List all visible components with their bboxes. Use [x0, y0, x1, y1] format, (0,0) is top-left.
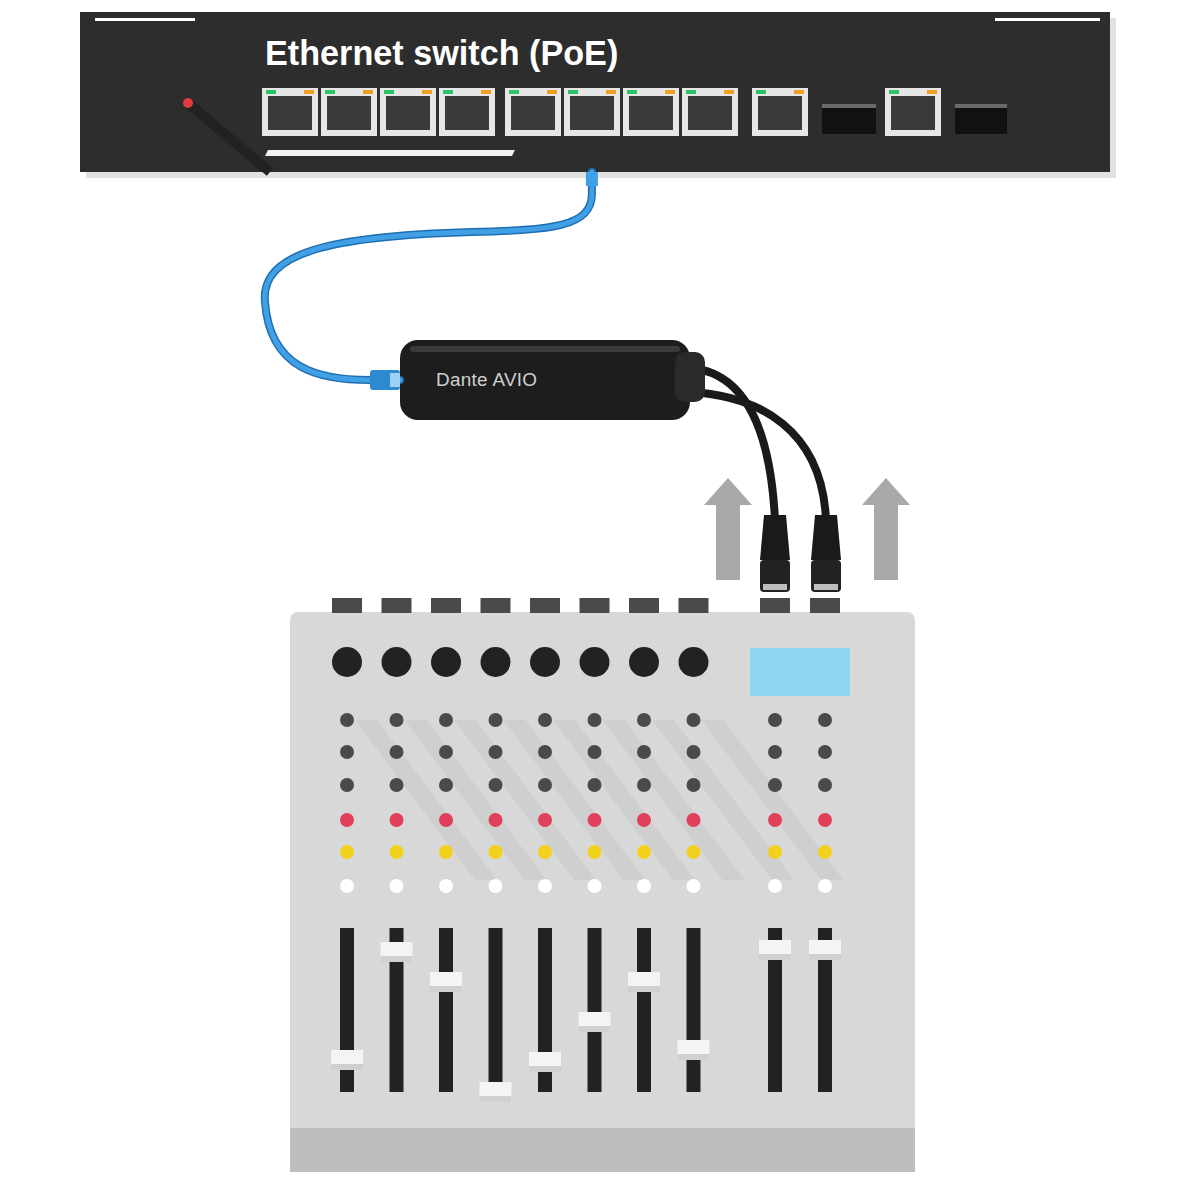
switch-panel: Ethernet switch (PoE)	[80, 12, 1110, 172]
dante-avio-adapter	[400, 340, 826, 520]
ethernet-switch	[80, 12, 1116, 178]
network-cable	[265, 172, 598, 390]
device-label: Ethernet switch (PoE)	[265, 34, 1110, 73]
device-name: Dante AVIO	[436, 369, 690, 391]
xlr-connectors	[760, 515, 841, 592]
mixing-console	[290, 598, 915, 1172]
adapter-body: Dante AVIO	[400, 340, 690, 420]
direction-arrows	[704, 478, 910, 580]
